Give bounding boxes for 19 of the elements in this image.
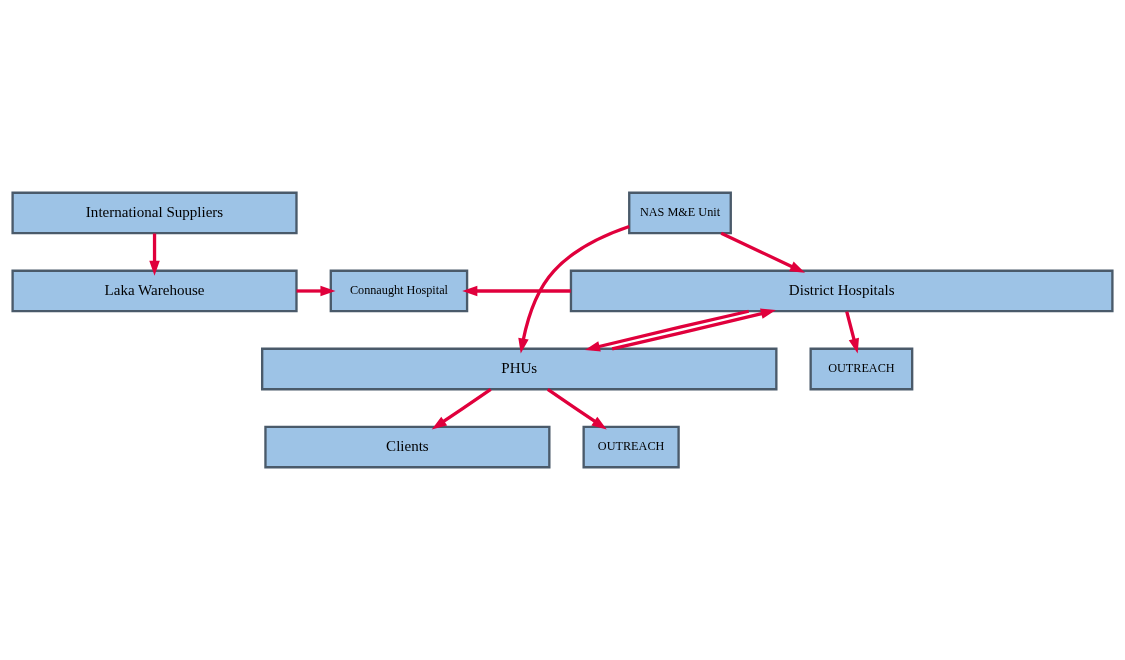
arrow [431,388,492,430]
node-box: District Hospitals [569,269,1114,313]
node-box: OUTREACH [809,347,914,391]
node-box: International Suppliers [11,191,298,235]
node-box: Laka Warehouse [11,269,298,313]
node-box: Connaught Hospital [329,269,469,313]
arrow [546,388,607,430]
node-box: PHUs [261,347,778,391]
arrow [611,308,776,351]
arrow [149,233,160,276]
arrow [462,285,571,297]
arrow [584,309,750,352]
arrow [720,231,806,273]
node-box: NAS M&E Unit [628,191,732,235]
node-box: Clients [264,425,551,469]
arrow [845,311,859,354]
node-box: OUTREACH [582,425,680,469]
arrow [518,225,630,354]
arrow [296,285,336,297]
